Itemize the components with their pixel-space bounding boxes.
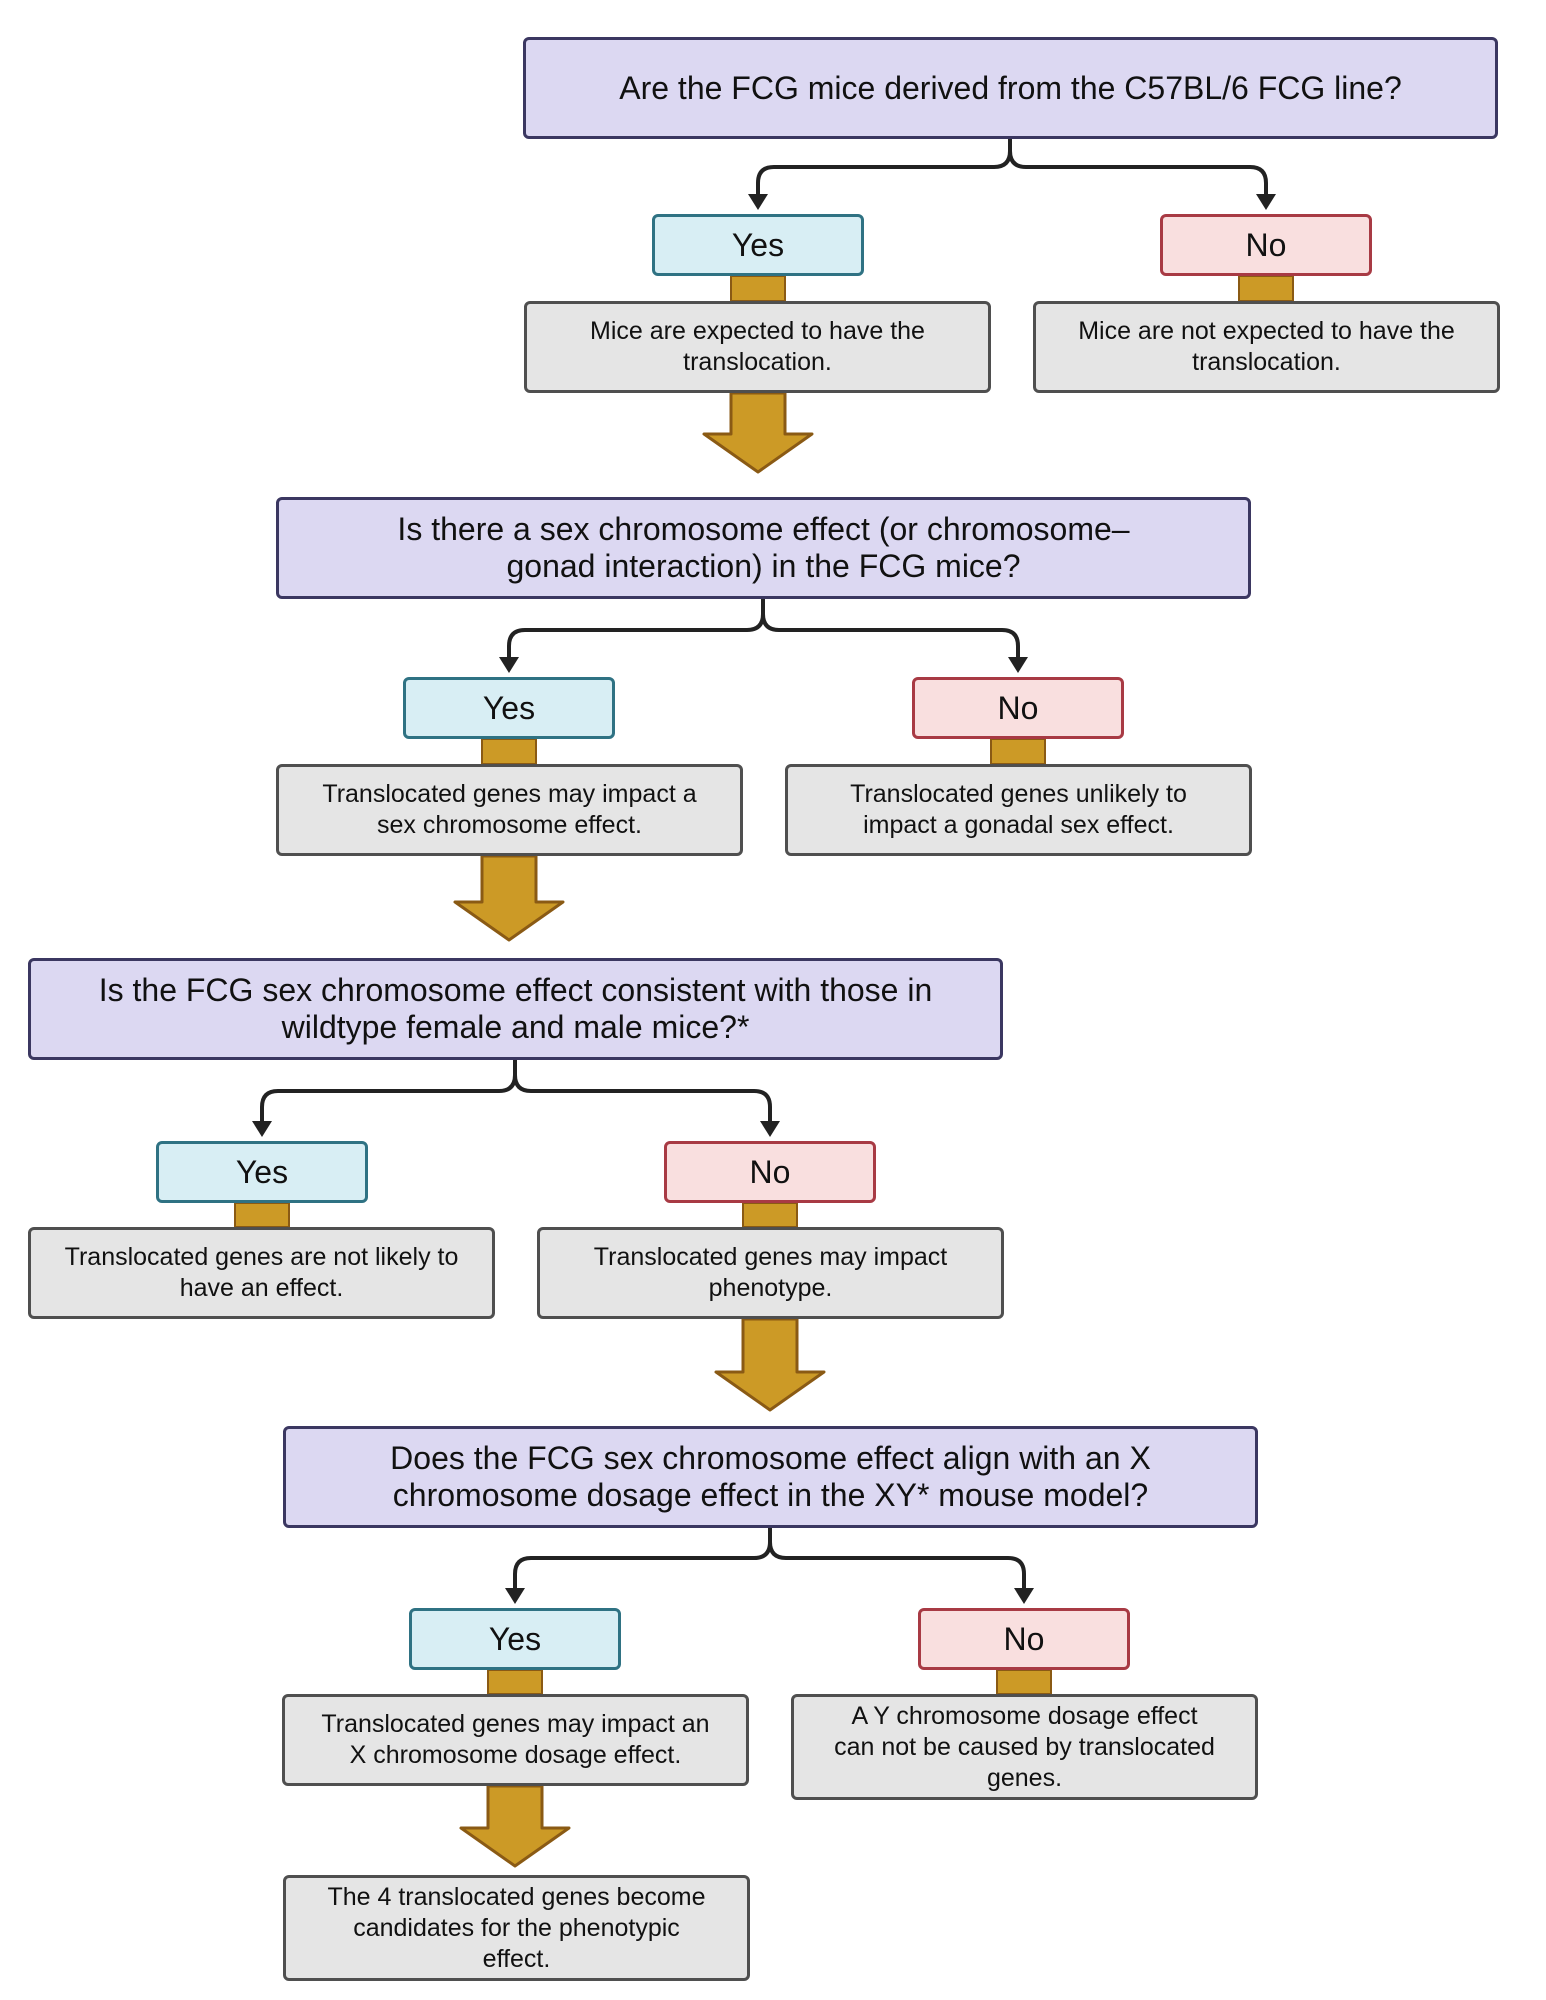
no-outcome-4-text: A Y chromosome dosage effect can not be … (834, 1701, 1215, 1792)
branch-arrowhead-no-1 (1256, 194, 1276, 210)
yes-outcome-3: Translocated genes are not likely to hav… (28, 1227, 495, 1319)
gold-stem-3 (481, 738, 537, 765)
yes-outcome-3-text: Translocated genes are not likely to hav… (64, 1243, 459, 1302)
branch-arrowhead-no-4 (1014, 1588, 1034, 1604)
yes-box-4: Yes (409, 1608, 621, 1670)
flow-down-arrow-1 (702, 391, 814, 474)
yes-outcome-4: Translocated genes may impact an X chrom… (282, 1694, 749, 1786)
yes-outcome-2: Translocated genes may impact a sex chro… (276, 764, 743, 856)
final-outcome: The 4 translocated genes become candidat… (283, 1875, 750, 1981)
branch-arrowhead-no-2 (1008, 657, 1028, 673)
no-outcome-4: A Y chromosome dosage effect can not be … (791, 1694, 1258, 1800)
gold-stem-5 (234, 1202, 290, 1228)
branch-arrowhead-yes-1 (748, 194, 768, 210)
no-label-3: No (749, 1153, 791, 1190)
flow-down-arrow-4 (459, 1784, 571, 1868)
yes-outcome-1-text: Mice are expected to have the translocat… (590, 317, 925, 376)
yes-label-3: Yes (235, 1153, 289, 1190)
gold-stem-4 (990, 738, 1046, 765)
no-box-4: No (918, 1608, 1130, 1670)
no-outcome-3-text: Translocated genes may impact phenotype. (593, 1243, 948, 1302)
yes-outcome-2-text: Translocated genes may impact a sex chro… (322, 780, 697, 839)
question-1-box: Are the FCG mice derived from the C57BL/… (523, 37, 1498, 139)
yes-label-4: Yes (488, 1620, 542, 1657)
branch-connector-1 (756, 139, 1268, 198)
branch-arrowhead-yes-2 (499, 657, 519, 673)
branch-arrowhead-yes-3 (252, 1121, 272, 1137)
final-outcome-text: The 4 translocated genes become candidat… (327, 1882, 706, 1973)
no-box-3: No (664, 1141, 876, 1203)
no-outcome-3: Translocated genes may impact phenotype. (537, 1227, 1004, 1319)
no-box-2: No (912, 677, 1124, 739)
no-outcome-2-text: Translocated genes unlikely to impact a … (850, 780, 1187, 839)
no-label-4: No (1003, 1620, 1045, 1657)
no-outcome-1-text: Mice are not expected to have the transl… (1078, 317, 1455, 376)
branch-connector-2 (507, 599, 1020, 661)
question-2-box: Is there a sex chromosome effect (or chr… (276, 497, 1251, 599)
yes-outcome-1: Mice are expected to have the translocat… (524, 301, 991, 393)
no-box-1: No (1160, 214, 1372, 276)
no-outcome-2: Translocated genes unlikely to impact a … (785, 764, 1252, 856)
gold-stem-6 (742, 1202, 798, 1228)
no-label-2: No (997, 689, 1039, 726)
branch-connector-4 (513, 1528, 1026, 1592)
no-label-1: No (1245, 226, 1287, 263)
question-2-text: Is there a sex chromosome effect (or chr… (397, 511, 1130, 584)
gold-stem-7 (487, 1669, 543, 1695)
yes-box-1: Yes (652, 214, 864, 276)
yes-label-1: Yes (731, 226, 785, 263)
no-outcome-1: Mice are not expected to have the transl… (1033, 301, 1500, 393)
branch-connector-3 (260, 1060, 772, 1125)
question-4-box: Does the FCG sex chromosome effect align… (283, 1426, 1258, 1528)
question-1-text: Are the FCG mice derived from the C57BL/… (619, 69, 1402, 106)
question-3-text: Is the FCG sex chromosome effect consist… (98, 972, 933, 1045)
branch-arrowhead-no-3 (760, 1121, 780, 1137)
yes-box-2: Yes (403, 677, 615, 739)
gold-stem-8 (996, 1669, 1052, 1695)
yes-outcome-4-text: Translocated genes may impact an X chrom… (321, 1710, 710, 1769)
gold-stem-1 (730, 275, 786, 302)
yes-label-2: Yes (482, 689, 536, 726)
flow-down-arrow-3 (714, 1317, 826, 1412)
question-4-text: Does the FCG sex chromosome effect align… (390, 1440, 1151, 1513)
yes-box-3: Yes (156, 1141, 368, 1203)
gold-stem-2 (1238, 275, 1294, 302)
branch-arrowhead-yes-4 (505, 1588, 525, 1604)
flow-down-arrow-2 (453, 854, 565, 942)
question-3-box: Is the FCG sex chromosome effect consist… (28, 958, 1003, 1060)
